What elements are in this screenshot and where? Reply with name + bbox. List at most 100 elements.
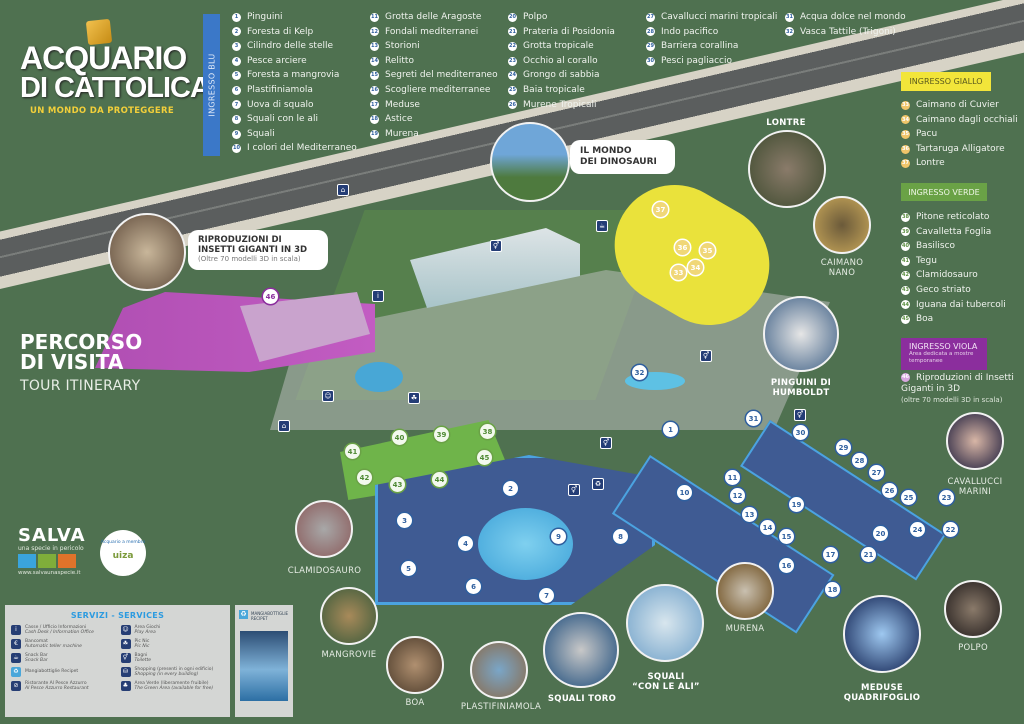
map-marker-39[interactable]: 39 (434, 427, 449, 442)
map-marker-43[interactable]: 43 (390, 477, 405, 492)
map-marker-1[interactable]: 1 (663, 422, 678, 437)
photo-dwarf-caiman[interactable] (813, 196, 871, 254)
map-marker-31[interactable]: 31 (746, 411, 761, 426)
map-marker-41[interactable]: 41 (345, 444, 360, 459)
map-marker-30[interactable]: 30 (793, 425, 808, 440)
map-marker-40[interactable]: 40 (392, 430, 407, 445)
map-marker-15[interactable]: 15 (779, 529, 794, 544)
photo-otters[interactable] (748, 130, 826, 208)
map-marker-20[interactable]: 20 (873, 526, 888, 541)
map-marker-10[interactable]: 10 (677, 485, 692, 500)
map-marker-44[interactable]: 44 (432, 472, 447, 487)
map-marker-26[interactable]: 26 (882, 483, 897, 498)
map-marker-29[interactable]: 29 (836, 440, 851, 455)
salva-url[interactable]: www.salvaunaspecie.it (18, 570, 81, 576)
photo-dinosaurs[interactable] (490, 122, 570, 202)
map-marker-37[interactable]: 37 (653, 202, 668, 217)
map-marker-36[interactable]: 36 (675, 240, 690, 255)
photo-mangroves[interactable] (320, 587, 378, 645)
map-marker-25[interactable]: 25 (901, 490, 916, 505)
map-marker-2[interactable]: 2 (503, 481, 518, 496)
map-marker-38[interactable]: 38 (480, 424, 495, 439)
map-marker-19[interactable]: 19 (789, 497, 804, 512)
map-marker-33[interactable]: 33 (671, 265, 686, 280)
map-entrance-icon[interactable]: ⌂ (337, 184, 349, 196)
map-marker-27[interactable]: 27 (869, 465, 884, 480)
photo-moray-eel[interactable] (716, 562, 774, 620)
photo-stingray-sharks[interactable] (626, 584, 704, 662)
photo-plastifiniamola[interactable] (470, 641, 528, 699)
map-marker-4[interactable]: 4 (458, 536, 473, 551)
map-marker-14[interactable]: 14 (760, 520, 775, 535)
map-marker-16[interactable]: 16 (779, 558, 794, 573)
map-marker-5[interactable]: 5 (401, 561, 416, 576)
map-marker-3[interactable]: 3 (397, 513, 412, 528)
map-playground-icon[interactable]: ☺ (322, 390, 334, 402)
photo-boa[interactable] (386, 636, 444, 694)
map-marker-12[interactable]: 12 (730, 488, 745, 503)
photo-sand-tiger-sharks[interactable] (543, 612, 619, 688)
photo-frilled-lizard[interactable] (295, 500, 353, 558)
map-marker-6[interactable]: 6 (466, 579, 481, 594)
map-marker-23[interactable]: 23 (939, 490, 954, 505)
map-marker-21[interactable]: 21 (861, 547, 876, 562)
photo-moon-jellyfish[interactable] (843, 595, 921, 673)
map-marker-18[interactable]: 18 (825, 582, 840, 597)
map-picnic-icon[interactable]: ☘ (408, 392, 420, 404)
map-marker-17[interactable]: 17 (823, 547, 838, 562)
callout-dinosaurs[interactable]: IL MONDO DEI DINOSAURI (570, 140, 675, 174)
photo-humboldt-penguins[interactable] (763, 296, 839, 372)
photo-seahorses[interactable] (946, 412, 1004, 470)
map-marker-8[interactable]: 8 (613, 529, 628, 544)
map-marker-46[interactable]: 46 (263, 289, 278, 304)
map-marker-35[interactable]: 35 (700, 243, 715, 258)
map-marker-42[interactable]: 42 (357, 470, 372, 485)
map-marker-45[interactable]: 45 (477, 450, 492, 465)
salva-logo[interactable]: SALVA una specie in pericolo www.salvaun… (18, 527, 86, 576)
map-snack-icon[interactable]: ☕ (596, 220, 608, 232)
callout-giant-insects[interactable]: RIPRODUZIONI DI INSETTI GIGANTI IN 3D (O… (188, 230, 328, 270)
map-marker-9[interactable]: 9 (551, 529, 566, 544)
map-recycle-icon[interactable]: ♻ (592, 478, 604, 490)
map-restroom-icon[interactable]: ⚥ (568, 484, 580, 496)
map-marker-13[interactable]: 13 (742, 507, 757, 522)
